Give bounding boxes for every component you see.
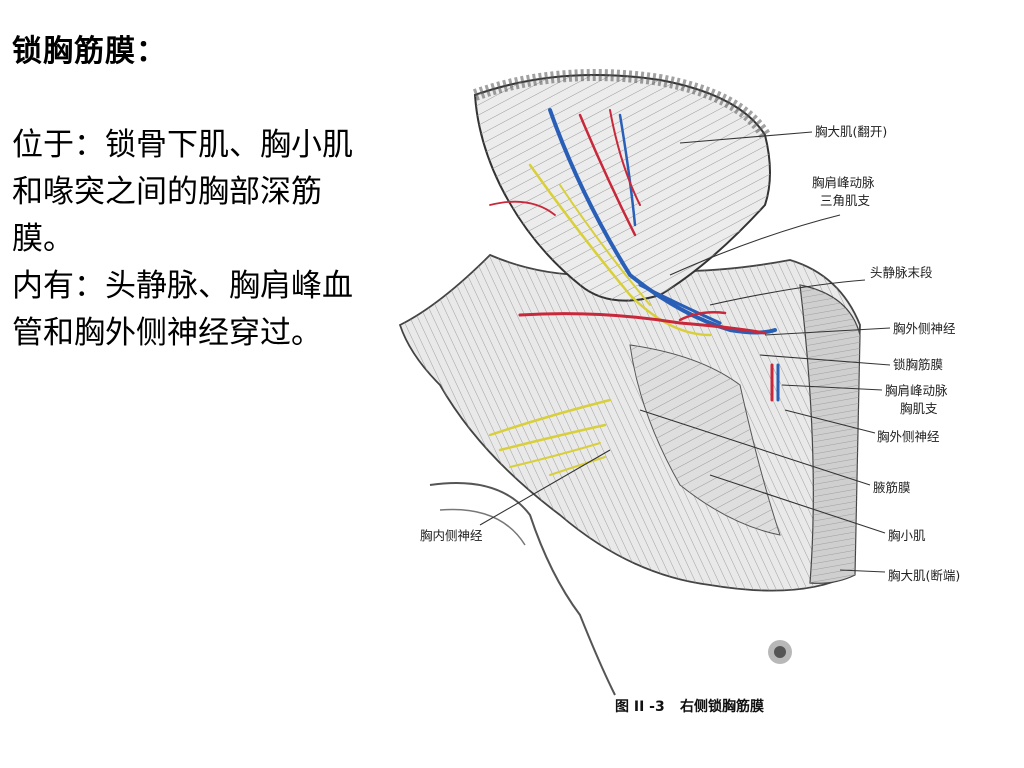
arteries [489, 109, 774, 402]
label-lateral-pectoral-nerve-2: 胸外侧神经 [877, 429, 940, 444]
label-thoracoacromial-deltoid-2: 三角肌支 [820, 193, 871, 208]
flap-cut-edge [473, 69, 771, 139]
label-thoracoacromial-deltoid-1: 胸肩峰动脉 [812, 175, 875, 190]
anatomy-figure: 胸大肌(翻开) 胸肩峰动脉 三角肌支 头静脉末段 胸外侧神经 锁胸筋膜 胸肩峰动… [398, 69, 960, 715]
label-thoracoacromial-pectoral-1: 胸肩峰动脉 [885, 383, 948, 398]
label-clavipectoral-fascia: 锁胸筋膜 [893, 357, 943, 372]
label-cephalic-vein-terminal: 头静脉末段 [870, 265, 933, 280]
location-paragraph: 位于：锁骨下肌、胸小肌和喙突之间的胸部深筋膜。 [12, 127, 353, 257]
veins [548, 108, 780, 402]
contents-paragraph: 内有：头静脉、胸肩峰血管和胸外侧神经穿过。 [12, 268, 353, 351]
leader-lines [479, 131, 891, 573]
label-lateral-pectoral-nerve-1: 胸外侧神经 [893, 321, 956, 336]
thoracoacromial-artery-path [578, 113, 637, 237]
medial-pectoral-nerve-path [488, 398, 612, 437]
lateral-pectoral-nerve-path [528, 163, 712, 337]
label-pectoralis-major-cut: 胸大肌(断端) [888, 568, 960, 583]
body-text: 位于：锁骨下肌、胸小肌和喙突之间的胸部深筋膜。 内有：头静脉、胸肩峰血管和胸外侧… [12, 122, 382, 357]
label-pectoralis-major-reflected: 胸大肌(翻开) [815, 124, 887, 139]
body-outline [429, 482, 616, 696]
label-axillary-fascia: 腋筋膜 [873, 480, 911, 495]
label-pectoralis-minor: 胸小肌 [888, 528, 926, 543]
label-medial-pectoral-nerve: 胸内侧神经 [420, 528, 483, 543]
label-thoracoacromial-pectoral-2: 胸肌支 [900, 401, 938, 416]
figure-caption-number: 图 II -3 [615, 699, 665, 715]
nerves [488, 163, 712, 476]
figure-caption-title: 右侧锁胸筋膜 [679, 698, 764, 715]
slide-title: 锁胸筋膜： [12, 34, 167, 69]
